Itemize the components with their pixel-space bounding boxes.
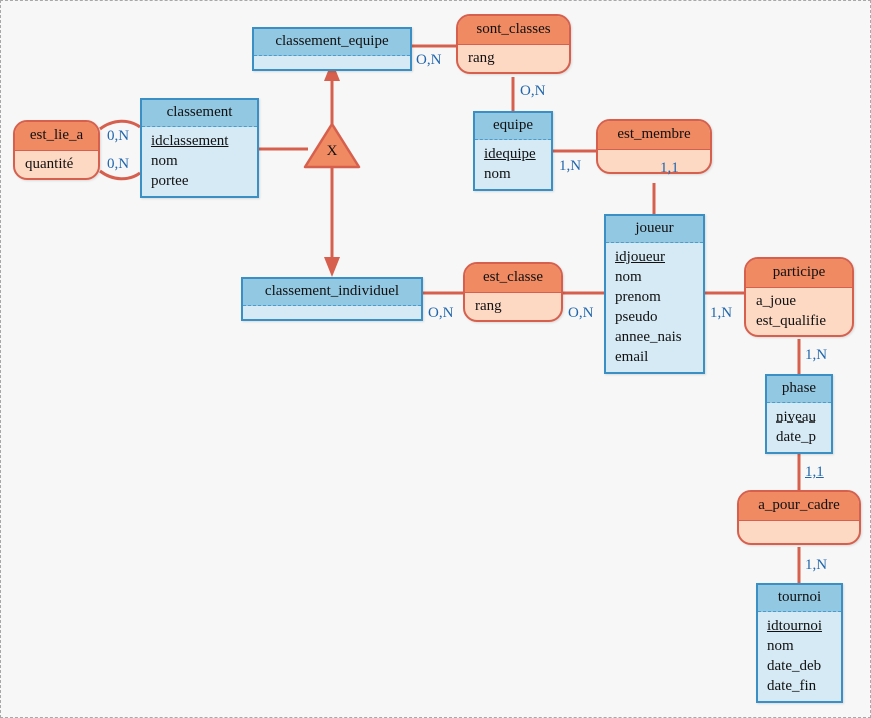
attribute-nom: nom — [151, 153, 178, 169]
relationship-title: est_classe — [465, 264, 561, 293]
entity-title: tournoi — [758, 585, 841, 612]
cardinality-est-membre-joueur: 1,1 — [660, 160, 679, 176]
entity-joueur[interactable]: joueur idjoueur nom prenom pseudo annee_… — [604, 214, 705, 374]
attribute-prenom: prenom — [615, 289, 661, 305]
entity-attributes: idtournoi nom date_deb date_fin — [758, 612, 841, 701]
entity-title: phase — [767, 376, 831, 403]
attribute-niveau: niveau — [776, 409, 816, 425]
cardinality-est-lie-a-top: 0,N — [107, 128, 130, 144]
relationship-est-lie-a[interactable]: est_lie_a quantité — [13, 120, 100, 180]
attribute-nom: nom — [484, 166, 511, 182]
attribute-idequipe: idequipe — [484, 146, 536, 162]
cardinality-participe-phase: 1,N — [805, 347, 828, 363]
attribute-idjoueur: idjoueur — [615, 249, 665, 265]
cardinality-classement-individuel-est-classe: O,N — [428, 305, 454, 321]
attribute-portee: portee — [151, 173, 189, 189]
attribute-rang: rang — [468, 50, 495, 66]
specialization-label: X — [326, 143, 338, 159]
attribute-a-joue: a_joue — [756, 293, 796, 309]
relationship-attributes — [598, 150, 710, 172]
entity-title: equipe — [475, 113, 551, 140]
entity-phase[interactable]: phase niveau date_p — [765, 374, 833, 454]
arrowhead-down — [324, 257, 340, 277]
entity-title: classement_individuel — [243, 279, 421, 306]
relationship-attributes: a_joue est_qualifie — [746, 288, 852, 335]
attribute-annee-nais: annee_nais — [615, 329, 682, 345]
entity-equipe[interactable]: equipe idequipe nom — [473, 111, 553, 191]
entity-classement-individuel[interactable]: classement_individuel — [241, 277, 423, 321]
entity-attributes: niveau date_p — [767, 403, 831, 452]
cardinality-equipe-est-membre: 1,N — [559, 158, 582, 174]
entity-attributes: idequipe nom — [475, 140, 551, 189]
attribute-quantite: quantité — [25, 156, 74, 172]
cardinality-est-lie-a-bottom: 0,N — [107, 156, 130, 172]
relationship-est-classe[interactable]: est_classe rang — [463, 262, 563, 322]
relationship-attributes — [739, 521, 859, 543]
entity-classement[interactable]: classement idclassement nom portee — [140, 98, 259, 198]
attribute-idclassement: idclassement — [151, 133, 229, 149]
entity-attributes: idclassement nom portee — [142, 127, 257, 196]
entity-title: classement_equipe — [254, 29, 410, 56]
attribute-nom: nom — [615, 269, 642, 285]
specialization-x-node[interactable]: X — [303, 121, 361, 171]
relationship-title: est_membre — [598, 121, 710, 150]
relationship-attributes: quantité — [15, 151, 98, 178]
relationship-attributes: rang — [458, 45, 569, 72]
attribute-date-deb: date_deb — [767, 658, 822, 674]
entity-attributes: idjoueur nom prenom pseudo annee_nais em… — [606, 243, 703, 372]
link-est-lie-a-bottom — [99, 169, 141, 181]
attribute-nom: nom — [767, 638, 794, 654]
cardinality-sont-classes-equipe: O,N — [520, 83, 546, 99]
attribute-idtournoi: idtournoi — [767, 618, 822, 634]
entity-classement-equipe[interactable]: classement_equipe — [252, 27, 412, 71]
relationship-sont-classes[interactable]: sont_classes rang — [456, 14, 571, 74]
attribute-email: email — [615, 349, 649, 365]
attribute-est-qualifie: est_qualifie — [756, 313, 826, 329]
arrowhead-up — [324, 61, 340, 81]
entity-attributes — [254, 56, 410, 69]
cardinality-a-pour-cadre-tournoi: 1,N — [805, 557, 828, 573]
entity-tournoi[interactable]: tournoi idtournoi nom date_deb date_fin — [756, 583, 843, 703]
cardinality-est-classe-joueur: O,N — [568, 305, 594, 321]
link-est-lie-a-top — [99, 119, 141, 131]
relationship-title: sont_classes — [458, 16, 569, 45]
relationship-a-pour-cadre[interactable]: a_pour_cadre — [737, 490, 861, 545]
relationship-attributes: rang — [465, 293, 561, 320]
attribute-pseudo: pseudo — [615, 309, 658, 325]
cardinality-joueur-participe: 1,N — [710, 305, 733, 321]
relationship-title: a_pour_cadre — [739, 492, 859, 521]
entity-title: joueur — [606, 216, 703, 243]
triangle-icon — [303, 122, 361, 169]
cardinality-phase-a-pour-cadre: 1,1 — [805, 464, 824, 480]
relationship-est-membre[interactable]: est_membre — [596, 119, 712, 174]
relationship-participe[interactable]: participe a_joue est_qualifie — [744, 257, 854, 337]
attribute-date-fin: date_fin — [767, 678, 817, 694]
relationship-title: participe — [746, 259, 852, 288]
cardinality-classement-equipe-sont-classes: O,N — [416, 52, 442, 68]
relationship-title: est_lie_a — [15, 122, 98, 151]
entity-title: classement — [142, 100, 257, 127]
attribute-rang: rang — [475, 298, 502, 314]
attribute-date-p: date_p — [776, 429, 816, 445]
entity-attributes — [243, 306, 421, 319]
